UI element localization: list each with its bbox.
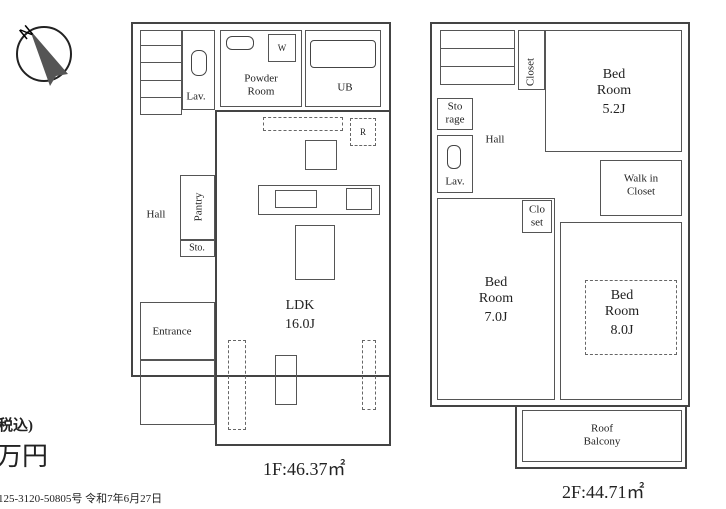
price-unit: 万円 <box>0 442 49 471</box>
sink-icon <box>226 36 254 50</box>
hall2-label: Hall <box>485 133 505 146</box>
entrance-label: Entrance <box>152 325 192 338</box>
hall-label: Hall <box>146 208 166 221</box>
toilet-icon <box>447 145 461 169</box>
fridge-label: R <box>359 126 367 137</box>
bed1-label: Bed Room <box>596 66 632 98</box>
closet2-label: Clo set <box>529 203 545 228</box>
powder-room-label: Powder Room <box>244 72 278 97</box>
tax-note: 税込) <box>0 418 33 434</box>
storage2-label: Sto rage <box>445 100 465 125</box>
ub-label: UB <box>337 81 353 94</box>
pantry-label: Pantry <box>192 192 205 222</box>
floor2-area: 2F:44.71㎡ <box>562 482 645 502</box>
license-line: 125-3120-50805号 令和7年6月27日 <box>0 493 163 505</box>
lav2-label: Lav. <box>445 175 465 188</box>
bed1-size: 5.2J <box>602 101 626 117</box>
bed3-size: 8.0J <box>610 322 634 338</box>
floor1-area: 1F:46.37㎡ <box>263 459 346 479</box>
bathtub-icon <box>310 40 376 68</box>
roof-balcony-label: Roof Balcony <box>583 422 621 447</box>
bed3-label: Bed Room <box>604 287 640 319</box>
tv-board <box>275 355 297 405</box>
bed2-size: 7.0J <box>484 309 508 325</box>
walk-in-closet-label: Walk in Closet <box>623 172 659 197</box>
bed2-label: Bed Room <box>478 274 514 306</box>
washer-label: W <box>277 42 287 53</box>
ldk-size: 16.0J <box>285 316 315 332</box>
north-compass-icon: N <box>16 21 72 86</box>
storage-label: Sto. <box>189 242 205 254</box>
lav-label: Lav. <box>186 90 206 103</box>
toilet-icon <box>191 50 207 76</box>
ldk-label: LDK <box>285 297 315 313</box>
closet-label: Closet <box>524 57 537 87</box>
dining-table <box>295 225 335 280</box>
